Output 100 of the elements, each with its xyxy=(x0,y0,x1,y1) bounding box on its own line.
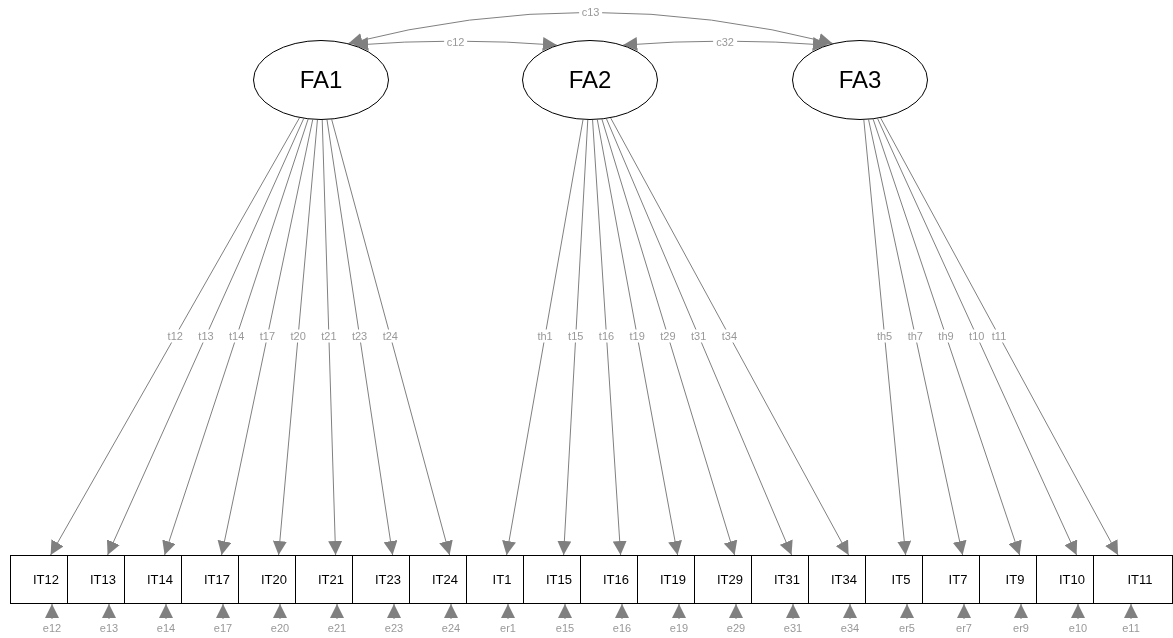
error-label: e29 xyxy=(721,621,751,635)
arrow xyxy=(605,118,793,556)
item-box xyxy=(352,555,410,604)
arrow xyxy=(330,603,344,620)
latent-ellipse xyxy=(253,40,389,120)
item-label: IT10 xyxy=(1059,572,1085,587)
edge-label: t14 xyxy=(226,329,248,343)
arrow xyxy=(347,11,834,47)
arrow xyxy=(868,119,967,556)
arrow xyxy=(331,119,453,556)
arrow xyxy=(557,119,589,556)
item-box xyxy=(580,555,638,604)
error-label: e34 xyxy=(835,621,865,635)
error-label: er7 xyxy=(949,621,979,635)
arrow xyxy=(106,118,305,556)
item-box xyxy=(637,555,695,604)
arrow xyxy=(672,603,686,620)
edge-label: th9 xyxy=(935,329,957,343)
item-label: IT23 xyxy=(375,572,401,587)
item-label: IT7 xyxy=(948,572,968,587)
arrow xyxy=(501,603,515,620)
item-box xyxy=(694,555,752,604)
item-box xyxy=(67,555,125,604)
arrow xyxy=(843,603,857,620)
item-box xyxy=(1093,555,1173,604)
error-label: e20 xyxy=(265,621,295,635)
arrow xyxy=(880,117,1119,556)
arrow xyxy=(162,118,309,556)
item-box xyxy=(922,555,980,604)
item-box xyxy=(1036,555,1094,604)
item-label: IT14 xyxy=(147,572,173,587)
arrow xyxy=(615,603,629,620)
arrow xyxy=(353,37,558,52)
error-label: er9 xyxy=(1006,621,1036,635)
item-box xyxy=(295,555,353,604)
arrow xyxy=(786,603,800,620)
arrow xyxy=(50,117,300,556)
arrow xyxy=(272,119,318,556)
arrow xyxy=(1071,603,1085,620)
arrow xyxy=(159,603,173,620)
arrow xyxy=(729,603,743,620)
item-label: IT21 xyxy=(318,572,344,587)
arrow xyxy=(326,119,398,556)
error-label: e13 xyxy=(94,621,124,635)
error-label: er5 xyxy=(892,621,922,635)
arrow xyxy=(387,603,401,620)
factor-label: FA3 xyxy=(838,66,882,94)
error-label: e10 xyxy=(1063,621,1093,635)
item-label: IT24 xyxy=(432,572,458,587)
item-box xyxy=(124,555,182,604)
error-label: e14 xyxy=(151,621,181,635)
item-box xyxy=(979,555,1037,604)
item-label: IT29 xyxy=(717,572,743,587)
item-label: IT17 xyxy=(204,572,230,587)
item-label: IT1 xyxy=(492,572,512,587)
item-label: IT31 xyxy=(774,572,800,587)
arrow xyxy=(596,119,682,556)
factor-label: FA1 xyxy=(299,66,343,94)
arrow xyxy=(622,37,828,52)
arrow xyxy=(957,603,971,620)
item-label: IT5 xyxy=(891,572,911,587)
item-label: IT20 xyxy=(261,572,287,587)
error-label: e11 xyxy=(1116,621,1146,635)
error-label: e12 xyxy=(37,621,67,635)
arrow xyxy=(592,119,627,556)
error-label: e19 xyxy=(664,621,694,635)
edge-label: c32 xyxy=(713,35,737,49)
error-label: e21 xyxy=(322,621,352,635)
latent-ellipse xyxy=(522,40,658,120)
arrow xyxy=(217,119,314,556)
edge-label: th7 xyxy=(904,329,926,343)
arrow xyxy=(1014,603,1028,620)
arrow xyxy=(45,603,59,620)
item-box xyxy=(751,555,809,604)
arrow xyxy=(610,117,850,556)
item-box xyxy=(10,555,68,604)
error-label: e15 xyxy=(550,621,580,635)
item-label: IT34 xyxy=(831,572,857,587)
error-label: e16 xyxy=(607,621,637,635)
edge-label: t21 xyxy=(318,329,340,343)
error-label: e31 xyxy=(778,621,808,635)
item-box xyxy=(238,555,296,604)
edge-label: c13 xyxy=(578,5,603,19)
error-label: e23 xyxy=(379,621,409,635)
item-box xyxy=(181,555,239,604)
arrow xyxy=(900,603,914,620)
error-label: er1 xyxy=(493,621,523,635)
item-box xyxy=(865,555,923,604)
arrow xyxy=(863,119,912,556)
item-box xyxy=(466,555,524,604)
item-label: IT11 xyxy=(1127,572,1153,587)
item-box xyxy=(409,555,467,604)
item-label: IT16 xyxy=(603,572,629,587)
arrow xyxy=(102,603,116,620)
arrow xyxy=(321,119,343,556)
error-label: e24 xyxy=(436,621,466,635)
arrow xyxy=(558,603,572,620)
item-label: IT19 xyxy=(660,572,686,587)
edge-label: t19 xyxy=(626,329,648,343)
arrow xyxy=(601,118,738,556)
